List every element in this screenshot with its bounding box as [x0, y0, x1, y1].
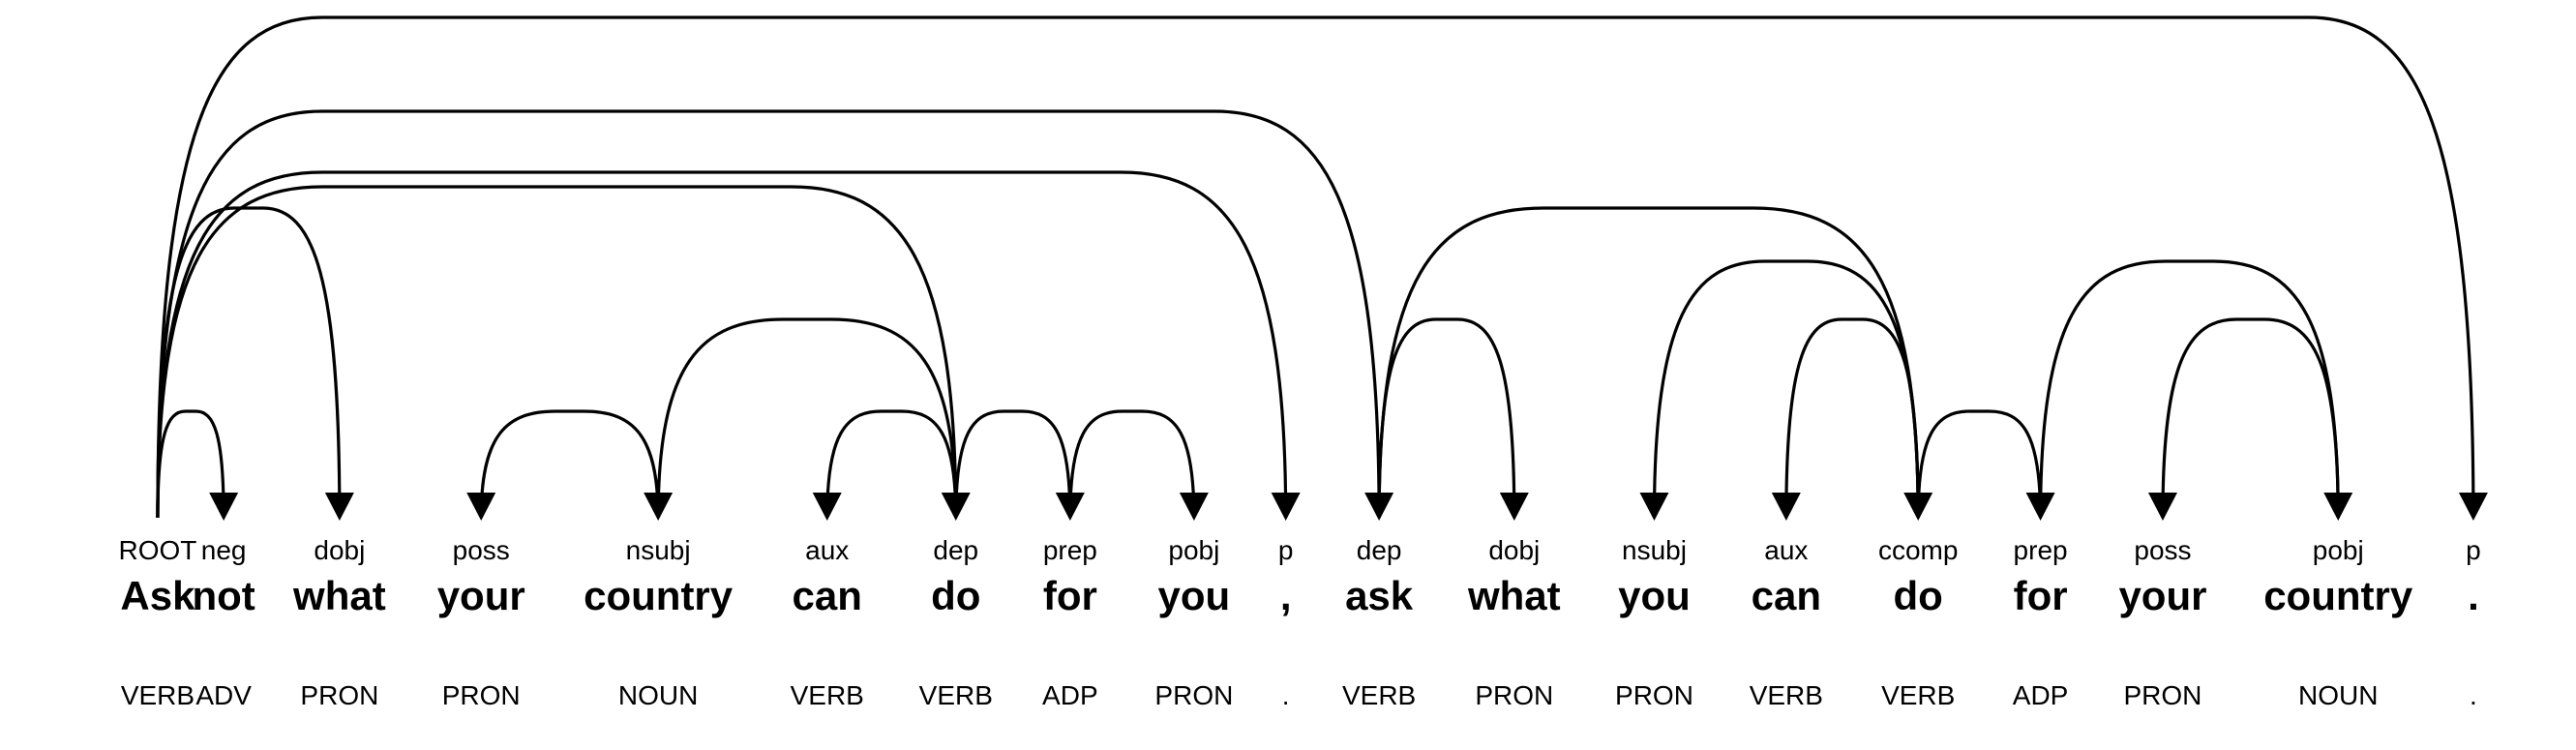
token-pos-17: NOUN	[2298, 680, 2378, 710]
dep-label-4: nsubj	[626, 535, 691, 565]
token-pos-2: PRON	[300, 680, 378, 710]
dep-label-9: p	[1278, 535, 1294, 565]
dep-label-7: prep	[1043, 535, 1097, 565]
dep-arc-dep	[156, 109, 1381, 519]
dep-arc-pobj	[2038, 259, 2340, 519]
dep-arrowhead-poss	[2147, 493, 2177, 521]
dep-label-16: poss	[2134, 535, 2191, 565]
dep-arc-nsubj	[656, 317, 958, 519]
token-pos-3: PRON	[442, 680, 521, 710]
dep-arc-dobj	[1377, 317, 1516, 519]
dep-arc-dobj	[156, 206, 342, 519]
dep-arrowhead-neg	[209, 493, 239, 521]
token-word-5[interactable]: can	[793, 573, 862, 618]
token-pos-0: VERB	[121, 680, 195, 710]
dep-arc-p	[156, 15, 2475, 519]
token-word-3[interactable]: your	[437, 573, 525, 618]
token-word-18[interactable]: .	[2468, 573, 2479, 618]
dep-label-5: aux	[805, 535, 849, 565]
token-pos-14: VERB	[1881, 680, 1955, 710]
token-word-15[interactable]: for	[2014, 573, 2068, 618]
token-word-14[interactable]: do	[1894, 573, 1943, 618]
token-pos-5: VERB	[791, 680, 864, 710]
token-word-17[interactable]: country	[2263, 573, 2413, 618]
dep-arrowhead-pobj	[1179, 493, 1209, 521]
dep-arc-aux	[1784, 317, 1920, 519]
token-pos-15: ADP	[2013, 680, 2069, 710]
dep-arrowhead-nsubj	[1639, 493, 1669, 521]
token-pos-11: PRON	[1475, 680, 1553, 710]
dep-arc-p	[156, 170, 1288, 519]
dep-arc-pobj	[1068, 409, 1196, 519]
arcs-layer	[156, 15, 2488, 521]
token-word-8[interactable]: you	[1158, 573, 1231, 618]
dep-arrowhead-poss	[466, 493, 496, 521]
token-word-7[interactable]: for	[1043, 573, 1097, 618]
dep-arrowhead-pobj	[2323, 493, 2353, 521]
token-word-6[interactable]: do	[931, 573, 980, 618]
token-pos-1: ADV	[195, 680, 252, 710]
dep-arc-prep	[1916, 409, 2043, 519]
token-pos-10: VERB	[1342, 680, 1416, 710]
token-word-0[interactable]: Ask	[120, 573, 195, 618]
token-pos-13: VERB	[1750, 680, 1823, 710]
dep-label-17: pobj	[2313, 535, 2364, 565]
dep-arrowhead-dobj	[1499, 493, 1529, 521]
token-word-1[interactable]: not	[192, 573, 255, 618]
token-pos-7: ADP	[1042, 680, 1098, 710]
dep-arc-poss	[2161, 317, 2340, 519]
dep-label-3: poss	[453, 535, 510, 565]
token-word-12[interactable]: you	[1618, 573, 1691, 618]
token-word-4[interactable]: country	[584, 573, 734, 618]
dep-arc-ccomp	[1377, 206, 1920, 519]
dep-label-8: pobj	[1168, 535, 1219, 565]
dep-arc-poss	[479, 409, 660, 519]
dep-arrowhead-nsubj	[644, 493, 674, 521]
dep-arrowhead-dobj	[324, 493, 354, 521]
dep-label-15: prep	[2014, 535, 2068, 565]
dep-arc-aux	[825, 409, 958, 519]
dep-label-6: dep	[933, 535, 978, 565]
dep-arrowhead-aux	[812, 493, 842, 521]
token-pos-16: PRON	[2124, 680, 2202, 710]
dep-label-18: p	[2466, 535, 2481, 565]
dep-label-2: dobj	[314, 535, 365, 565]
dep-arc-neg	[156, 409, 225, 519]
dep-arc-dep	[156, 185, 958, 519]
token-word-9[interactable]: ,	[1280, 573, 1292, 618]
dep-label-14: ccomp	[1878, 535, 1958, 565]
dep-label-1: neg	[201, 535, 247, 565]
token-word-13[interactable]: can	[1752, 573, 1821, 618]
token-pos-4: NOUN	[618, 680, 698, 710]
token-pos-8: PRON	[1154, 680, 1233, 710]
dep-label-11: dobj	[1488, 535, 1540, 565]
token-word-11[interactable]: what	[1467, 573, 1561, 618]
token-pos-12: PRON	[1615, 680, 1693, 710]
dep-arrowhead-p	[1271, 493, 1301, 521]
dep-arrowhead-aux	[1771, 493, 1801, 521]
dep-arc-prep	[954, 409, 1072, 519]
dep-label-12: nsubj	[1622, 535, 1687, 565]
dep-label-10: dep	[1357, 535, 1402, 565]
dep-label-13: aux	[1764, 535, 1808, 565]
token-pos-6: VERB	[919, 680, 993, 710]
dep-arrowhead-p	[2458, 493, 2488, 521]
token-word-16[interactable]: your	[2118, 573, 2206, 618]
token-word-2[interactable]: what	[292, 573, 386, 618]
token-pos-9: .	[1282, 680, 1290, 710]
dep-label-0: ROOT	[119, 535, 197, 565]
token-word-10[interactable]: ask	[1345, 573, 1414, 618]
token-pos-18: .	[2470, 680, 2477, 710]
